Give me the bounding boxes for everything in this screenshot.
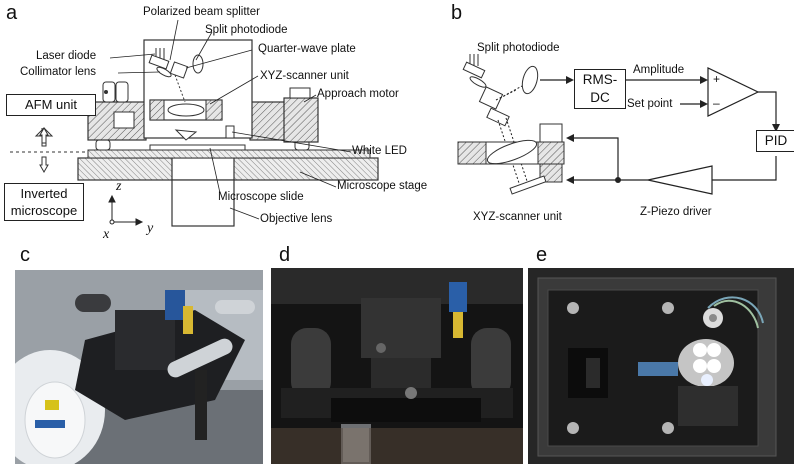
label-microscope-slide: Microscope slide <box>218 191 304 203</box>
label-laser-diode: Laser diode <box>36 50 97 62</box>
inverted-microscope-box: Inverted microscope <box>4 183 84 221</box>
panel-letter-e: e <box>536 244 548 266</box>
panel-a-schematic <box>10 19 379 227</box>
label-objective-lens: Objective lens <box>260 213 333 225</box>
opamp-plus: + <box>713 72 721 86</box>
label-split-photodiode-b: Split photodiode <box>477 42 560 54</box>
photo-d <box>271 268 523 464</box>
label-split-photodiode-a: Split photodiode <box>205 24 288 36</box>
pid-box: PID <box>756 130 794 152</box>
approach-motor <box>283 97 319 143</box>
opamp-minus: – <box>713 96 720 110</box>
panel-letter-d: d <box>279 244 291 266</box>
label-xyz-scanner-a: XYZ-scanner unit <box>260 70 349 82</box>
label-polarized-beam-splitter: Polarized beam splitter <box>143 6 260 18</box>
panel-letter-c: c <box>20 244 30 266</box>
axis-y-label: y <box>147 221 154 236</box>
opamp-triangle <box>707 67 760 117</box>
photo-e-drawing <box>528 268 794 464</box>
axis-x-label: x <box>103 227 110 242</box>
driver-triangle <box>647 165 713 195</box>
afm-unit-box: AFM unit <box>6 94 96 116</box>
photo-c-drawing <box>15 270 263 464</box>
label-quarter-wave-plate: Quarter-wave plate <box>258 43 356 55</box>
photo-c <box>15 270 263 464</box>
axes-icon <box>108 194 144 226</box>
label-approach-motor: Approach motor <box>317 88 399 100</box>
panel-letter-a: a <box>6 2 18 24</box>
panel-b-schematic <box>457 54 780 195</box>
label-white-led: White LED <box>352 145 407 157</box>
label-collimator-lens: Collimator lens <box>20 66 97 78</box>
label-set-point: Set point <box>627 98 673 110</box>
photo-d-drawing <box>271 268 523 464</box>
down-arrow <box>39 156 49 174</box>
rms-dc-box: RMS-DC <box>574 69 626 109</box>
label-z-piezo-driver: Z-Piezo driver <box>640 206 712 218</box>
microscope-slide <box>149 144 246 151</box>
objective-lens <box>171 179 235 227</box>
axis-z-label: z <box>116 179 122 194</box>
label-amplitude: Amplitude <box>633 64 685 76</box>
panel-letter-b: b <box>451 2 463 24</box>
label-microscope-stage: Microscope stage <box>337 180 428 192</box>
photo-e <box>528 268 794 464</box>
label-xyz-scanner-b: XYZ-scanner unit <box>473 211 562 223</box>
